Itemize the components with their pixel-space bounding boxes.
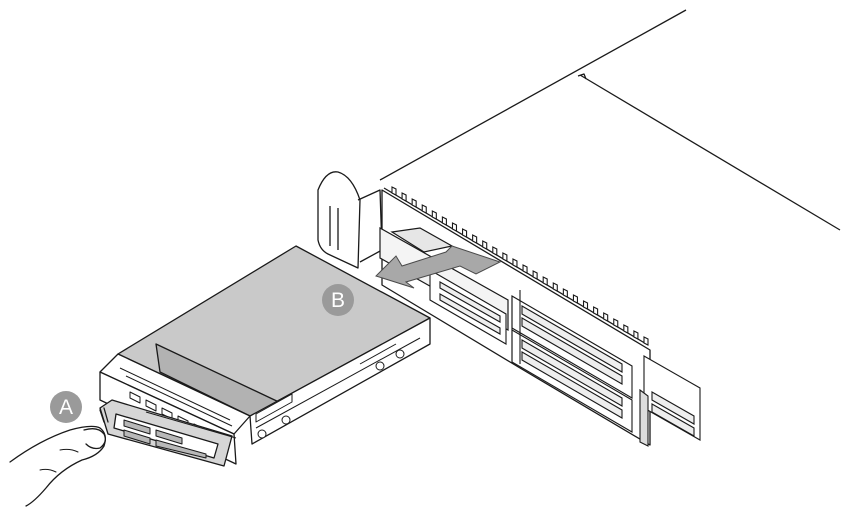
finger-icon <box>9 407 109 507</box>
vent-tooth <box>411 198 417 208</box>
vent-tooth <box>441 216 447 226</box>
rack-ear-inner <box>357 189 383 263</box>
vent-tooth <box>512 258 518 268</box>
vent-tooth <box>421 204 427 214</box>
vent-tooth <box>462 228 468 238</box>
vent-tooth <box>572 294 578 304</box>
rack-ear-left <box>317 171 361 269</box>
carrier-rail-right <box>249 317 431 445</box>
vent-tooth <box>552 282 558 292</box>
vent-tooth <box>532 270 538 280</box>
vent-tooth <box>623 324 629 334</box>
drive-bays-populated <box>429 269 701 447</box>
vent-tooth <box>502 252 508 262</box>
vent-tooth <box>472 234 478 244</box>
vent-tooth <box>522 264 528 274</box>
vent-tooth <box>593 306 599 316</box>
vent-tooth <box>613 318 619 328</box>
vent-tooth <box>451 222 458 232</box>
release-lever <box>99 399 237 467</box>
vent-tooth <box>431 210 437 220</box>
vent-tooth <box>482 240 488 250</box>
vent-tooth <box>391 186 397 196</box>
vent-tooth <box>603 312 609 322</box>
chassis-seam <box>577 73 587 80</box>
callout-a-label: A <box>59 396 73 419</box>
chassis-top-back-edge <box>379 9 687 181</box>
vent-tooth <box>562 288 568 298</box>
vent-tooth <box>401 192 407 202</box>
vent-tooth <box>633 330 639 340</box>
callout-b: B <box>322 284 354 316</box>
callout-b-label: B <box>331 289 345 312</box>
vent-tooth <box>643 336 649 346</box>
vent-teeth <box>391 186 649 346</box>
pull-arrow-icon <box>375 245 502 289</box>
vent-tooth <box>492 246 498 256</box>
callout-a: A <box>50 391 82 423</box>
vent-tooth <box>542 276 548 286</box>
chassis-top-right-edge <box>579 74 841 231</box>
vent-tooth <box>582 300 589 310</box>
